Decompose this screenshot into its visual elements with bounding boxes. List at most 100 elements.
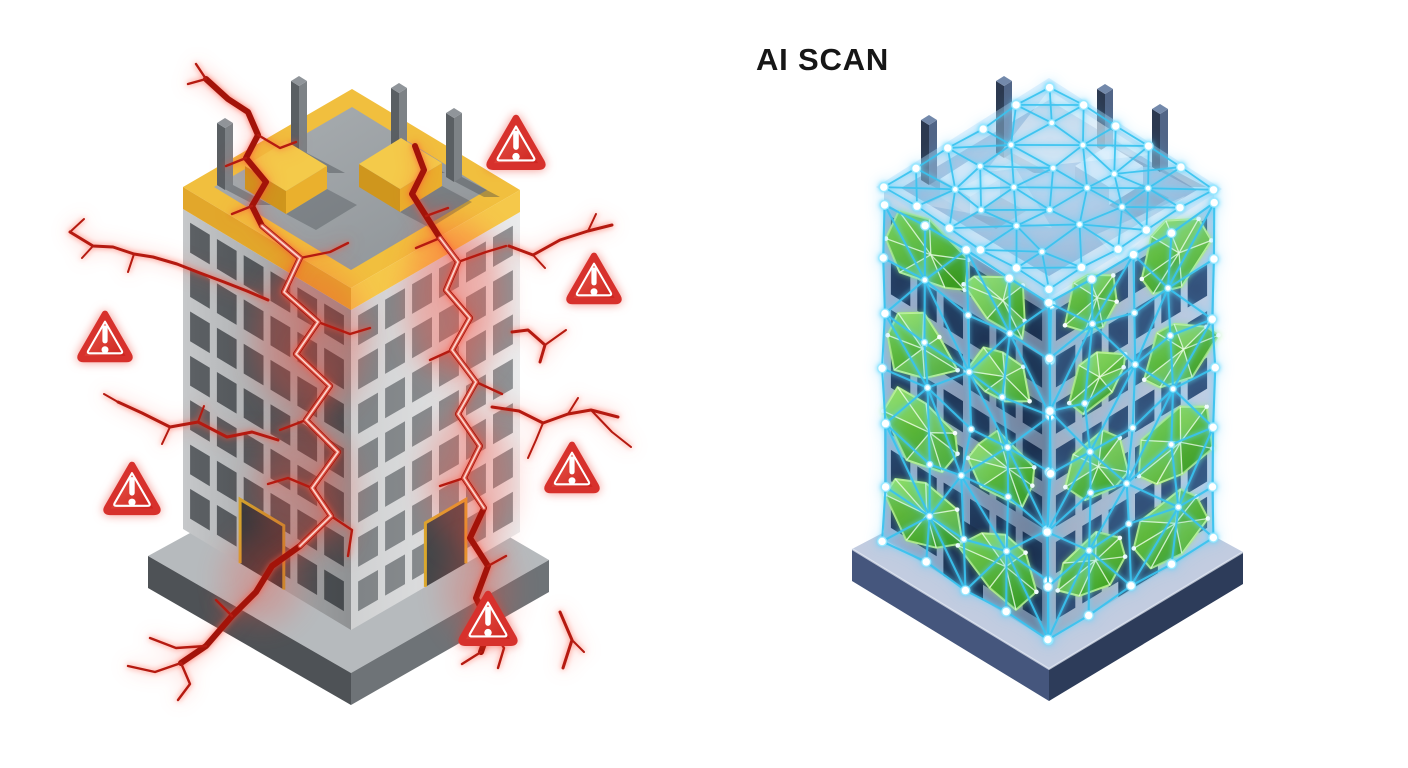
mesh-line — [1131, 387, 1175, 429]
patch-facet — [1065, 297, 1098, 332]
mesh-line — [967, 314, 1011, 335]
mesh-node — [910, 163, 922, 174]
mesh-line — [960, 474, 1010, 498]
patch-facet-line — [963, 283, 1004, 302]
mesh-node — [876, 363, 888, 374]
patch-node — [885, 332, 891, 338]
mesh-line — [1078, 223, 1083, 269]
mesh-line — [928, 515, 967, 592]
patch-facet — [963, 276, 1004, 301]
mesh-line — [881, 540, 928, 563]
patch-facet — [1175, 489, 1197, 524]
mesh-node — [1004, 493, 1012, 501]
mesh-line — [1113, 173, 1123, 208]
patch-facet-line — [1099, 366, 1124, 378]
mesh-line — [1048, 322, 1094, 413]
mesh-line — [1047, 549, 1091, 588]
mesh-node — [1012, 222, 1021, 230]
mesh-line — [1046, 614, 1090, 641]
mesh-line — [1010, 121, 1053, 146]
mesh-line — [967, 314, 971, 374]
patch-node — [1023, 550, 1028, 555]
mesh-line — [884, 485, 931, 518]
roof-pillar — [921, 115, 937, 185]
mesh-lines — [1046, 201, 1217, 641]
mesh-node — [1003, 443, 1012, 452]
mesh-line — [1134, 363, 1175, 390]
mesh-line — [1129, 563, 1173, 587]
mesh-line — [1177, 426, 1215, 509]
mesh-node — [1010, 183, 1018, 191]
patch-facet-line — [1183, 326, 1207, 350]
damaged-building — [68, 62, 632, 705]
mesh-line — [1172, 318, 1214, 390]
mesh-line — [980, 186, 1015, 211]
mesh-line — [884, 422, 931, 518]
triangle-inner-ring — [113, 472, 151, 507]
patch-facet-line — [894, 478, 928, 516]
patch-facet-line — [1002, 284, 1024, 302]
mesh-line — [1170, 536, 1215, 566]
mesh-line — [1147, 187, 1215, 191]
mesh-line — [1125, 387, 1175, 485]
warning-triangle-icon — [486, 114, 546, 170]
patch-node — [1027, 398, 1032, 404]
mesh-node — [964, 311, 972, 319]
patch-facet — [922, 348, 958, 379]
mesh-node — [911, 201, 923, 212]
patch-facet-line — [1008, 466, 1035, 470]
mesh-line — [1087, 584, 1133, 617]
triangle-inner-ring — [575, 262, 613, 297]
mesh-line — [916, 205, 951, 230]
mesh-line — [881, 312, 886, 370]
mesh-node — [1048, 119, 1056, 127]
mesh-line — [1133, 287, 1170, 314]
triangle-inner-ring — [468, 601, 508, 638]
mesh-line — [1008, 303, 1053, 335]
mesh-node — [1045, 206, 1054, 214]
patch-facet-line — [1178, 218, 1200, 254]
mesh-line — [1046, 450, 1092, 534]
patch-facet-line — [1095, 537, 1121, 561]
warning-triangle-icon — [458, 590, 518, 646]
patch-facet-line — [1005, 566, 1017, 610]
side-crack-forks — [69, 213, 632, 653]
mesh-line — [1015, 103, 1053, 124]
patch-facet — [1099, 367, 1124, 393]
mesh-line — [915, 167, 957, 191]
patch-facet-line — [981, 532, 1007, 568]
mesh-node — [1011, 262, 1022, 274]
mesh-line — [1134, 287, 1170, 366]
mesh-node — [878, 182, 889, 193]
patch-facet — [885, 238, 931, 273]
patch-facet — [930, 254, 969, 290]
mesh-line — [883, 203, 926, 282]
patch-facet-line — [1068, 376, 1101, 404]
mesh-line — [1007, 495, 1049, 532]
mesh-line — [1170, 387, 1175, 446]
mesh-line — [1048, 266, 1083, 291]
patch-facet — [1160, 349, 1193, 388]
mesh-line — [1113, 125, 1117, 175]
patch-facet-line — [929, 432, 958, 455]
triangle-inner-ring — [86, 320, 124, 355]
patch-facet — [1175, 518, 1208, 554]
mesh-node — [926, 460, 934, 469]
warning-triangle-icon — [566, 252, 622, 305]
patch-node — [1204, 404, 1209, 409]
triangle-inner-ring — [553, 451, 591, 486]
mesh-node — [1006, 329, 1014, 338]
mesh-node — [1038, 248, 1046, 256]
mesh-line — [884, 422, 931, 466]
mesh-line — [1091, 322, 1137, 366]
mesh-line — [1078, 206, 1123, 226]
patch-facet-line — [930, 254, 966, 291]
patch-facet-line — [984, 376, 1006, 392]
mesh-node — [1125, 520, 1133, 528]
mesh-line — [1013, 167, 1055, 189]
mesh-node — [978, 123, 989, 135]
mesh-line — [1132, 253, 1170, 290]
patch-facet — [1175, 496, 1208, 524]
patch-facet-line — [1005, 552, 1026, 568]
mesh-line — [1091, 253, 1135, 325]
